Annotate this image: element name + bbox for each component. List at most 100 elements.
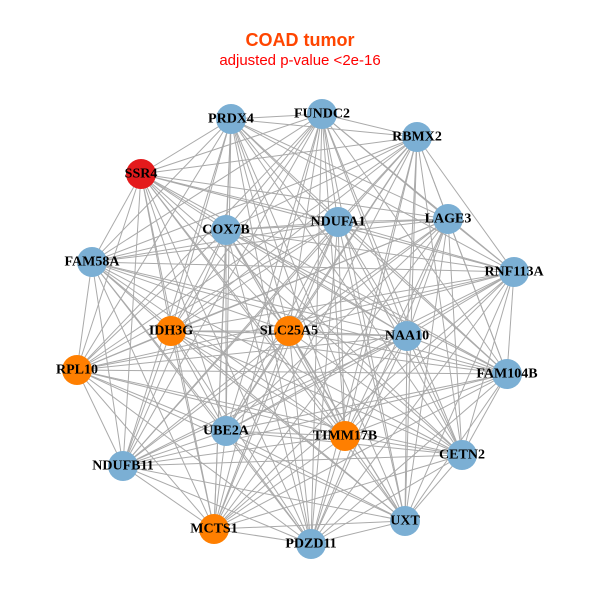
node-naa10[interactable]: NAA10	[385, 321, 429, 351]
edge-PRDX4-UBE2A	[225, 118, 232, 432]
edge-PRDX4-NDUFB11	[122, 118, 232, 467]
node-pdzd11[interactable]: PDZD11	[285, 529, 337, 559]
edge-LAGE3-FAM58A	[91, 218, 449, 263]
edge-LAGE3-UBE2A	[225, 218, 449, 432]
node-label: RBMX2	[392, 130, 442, 145]
edge-NDUFA1-IDH3G	[170, 221, 339, 332]
edge-RNF113A-MCTS1	[213, 271, 515, 530]
node-circle	[211, 416, 241, 446]
node-circle	[402, 122, 432, 152]
node-fam58a[interactable]: FAM58A	[65, 247, 121, 277]
edge-NAA10-RPL10	[76, 335, 408, 371]
edge-RPL10-PDZD11	[76, 369, 312, 545]
node-ube2a[interactable]: UBE2A	[203, 416, 250, 446]
edge-SLC25A5-NAA10	[288, 330, 408, 337]
node-label: FAM104B	[476, 367, 537, 382]
node-ndufb11[interactable]: NDUFB11	[92, 451, 154, 481]
edge-RBMX2-RNF113A	[416, 136, 515, 273]
node-slc25a5[interactable]: SLC25A5	[260, 316, 318, 346]
edge-NAA10-UXT	[404, 335, 408, 522]
edge-RBMX2-SSR4	[140, 136, 418, 175]
node-rnf113a[interactable]: RNF113A	[484, 257, 544, 287]
node-circle	[390, 506, 420, 536]
edge-NAA10-NDUFB11	[122, 335, 408, 467]
node-circle	[447, 440, 477, 470]
edge-RBMX2-IDH3G	[170, 136, 418, 332]
edge-MCTS1-UXT	[213, 520, 406, 530]
edge-RPL10-FAM104B	[76, 369, 508, 375]
node-circle	[274, 316, 304, 346]
edge-NAA10-FAM104B	[406, 335, 508, 375]
edge-LAGE3-PDZD11	[310, 218, 449, 545]
node-uxt[interactable]: UXT	[390, 506, 420, 536]
node-circle	[330, 421, 360, 451]
figure-subtitle: adjusted p-value <2e-16	[219, 52, 381, 69]
node-cetn2[interactable]: CETN2	[439, 440, 485, 470]
edge-NDUFB11-MCTS1	[122, 465, 215, 530]
edge-COX7B-FAM58A	[91, 229, 227, 263]
edge-TIMM17B-PDZD11	[310, 435, 346, 545]
node-cox7b[interactable]: COX7B	[202, 215, 250, 245]
node-ndufa1[interactable]: NDUFA1	[311, 207, 366, 237]
node-timm17b[interactable]: TIMM17B	[313, 421, 378, 451]
node-label: IDH3G	[149, 324, 193, 339]
node-idh3g[interactable]: IDH3G	[149, 316, 193, 346]
edge-NDUFA1-RPL10	[76, 221, 339, 371]
node-ssr4[interactable]: SSR4	[125, 159, 158, 189]
node-fundc2[interactable]: FUNDC2	[294, 99, 350, 129]
node-mcts1[interactable]: MCTS1	[190, 514, 238, 544]
node-circle	[62, 355, 92, 385]
edge-SSR4-UXT	[140, 173, 406, 522]
edge-PRDX4-UXT	[230, 118, 406, 522]
edge-FAM58A-UXT	[91, 261, 406, 522]
node-prdx4[interactable]: PRDX4	[208, 104, 254, 134]
edge-SSR4-FAM58A	[91, 173, 142, 263]
edge-SSR4-TIMM17B	[140, 173, 346, 437]
edge-LAGE3-MCTS1	[213, 218, 449, 530]
edge-LAGE3-SLC25A5	[288, 218, 449, 332]
edge-PRDX4-SSR4	[140, 118, 232, 175]
node-circle	[211, 215, 241, 245]
edge-FAM58A-RPL10	[76, 261, 93, 371]
edge-FUNDC2-SSR4	[140, 113, 323, 175]
node-label: FUNDC2	[294, 107, 350, 122]
node-label: TIMM17B	[313, 429, 378, 444]
node-label: FAM58A	[65, 255, 121, 270]
edge-SLC25A5-RPL10	[76, 330, 290, 371]
edge-NDUFA1-NAA10	[337, 221, 408, 337]
node-rpl10[interactable]: RPL10	[56, 355, 98, 385]
edge-PRDX4-FAM58A	[91, 118, 232, 263]
edge-COX7B-NAA10	[225, 229, 408, 337]
edge-CETN2-MCTS1	[213, 454, 463, 530]
edge-RBMX2-COX7B	[225, 136, 418, 231]
edge-TIMM17B-NDUFB11	[122, 435, 346, 467]
node-rbmx2[interactable]: RBMX2	[392, 122, 442, 152]
edge-RNF113A-UXT	[404, 271, 515, 522]
edge-NDUFB11-CETN2	[122, 454, 463, 467]
node-label: SSR4	[125, 167, 158, 182]
edge-RPL10-UBE2A	[76, 369, 227, 432]
edge-NDUFA1-FAM104B	[337, 221, 508, 375]
edge-FAM104B-UBE2A	[225, 373, 508, 432]
edge-SLC25A5-CETN2	[288, 330, 463, 456]
edge-FUNDC2-NDUFA1	[321, 113, 339, 223]
node-lage3[interactable]: LAGE3	[425, 204, 472, 234]
edge-LAGE3-UXT	[404, 218, 449, 522]
edge-NDUFA1-LAGE3	[337, 218, 449, 223]
edge-RNF113A-UBE2A	[225, 271, 515, 432]
edge-RNF113A-NAA10	[406, 271, 515, 337]
edge-IDH3G-FAM104B	[170, 330, 508, 375]
edge-FUNDC2-FAM58A	[91, 113, 323, 263]
node-label: LAGE3	[425, 212, 472, 227]
edge-NDUFB11-PDZD11	[122, 465, 312, 545]
edge-RNF113A-PDZD11	[310, 271, 515, 545]
edge-SSR4-NDUFA1	[140, 173, 339, 223]
node-fam104b[interactable]: FAM104B	[476, 359, 538, 389]
node-label: NAA10	[385, 329, 429, 344]
edge-CETN2-PDZD11	[310, 454, 463, 545]
node-label: RNF113A	[484, 265, 544, 280]
edge-COX7B-PDZD11	[225, 229, 312, 545]
edge-FAM104B-TIMM17B	[344, 373, 508, 437]
node-circle	[126, 159, 156, 189]
node-label: NDUFA1	[311, 215, 366, 230]
